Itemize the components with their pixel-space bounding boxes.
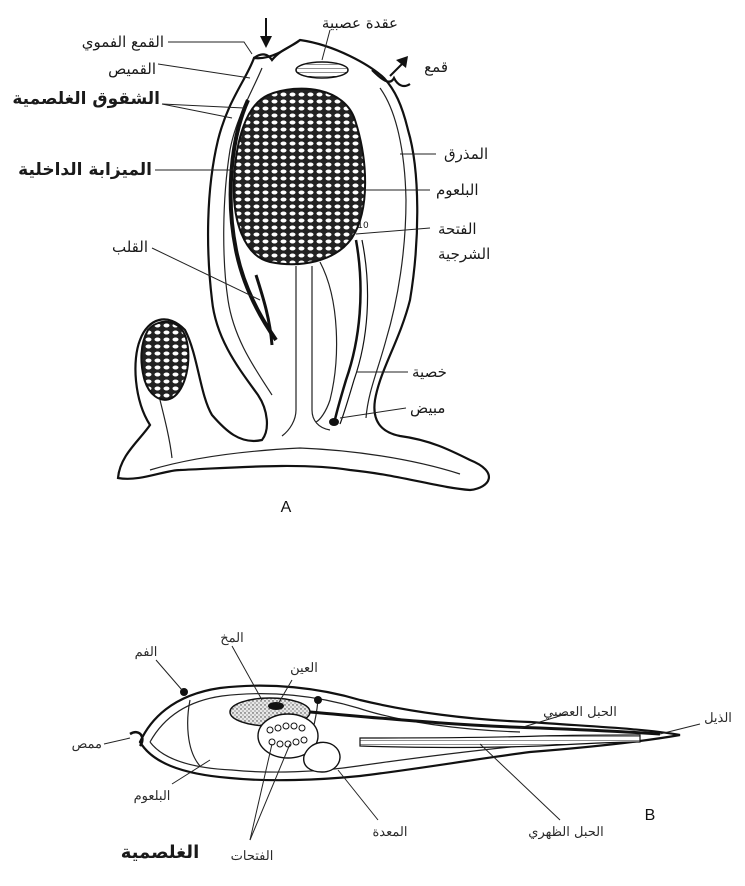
intestine [316,262,337,422]
nerve-ganglion [296,62,348,78]
label-anal-opening-2: الشرجية [438,245,490,263]
panel-a-letter: A [281,499,292,516]
label-mouth: الفم [135,645,158,660]
inflow-arrow-head [260,36,272,48]
panel-a-ascidian-adult: القمع الفموي عقدة عصبية قمع القميص الشقو… [12,14,490,516]
label-nerve-ganglion: عقدة عصبية [322,14,398,32]
label-eye: العين [290,661,318,676]
label-pharynx: البلعوم [436,181,479,199]
label-mark-number: 10 [357,221,369,231]
label-gill-openings-1: الفتحات [231,849,274,864]
label-tunic: القميص [108,60,156,78]
label-notochord: الحبل الظهري [528,825,603,840]
label-larva-pharynx: البلعوم [134,789,171,804]
label-atrial-siphon: قمع [424,58,448,76]
label-heart: القلب [112,238,148,256]
gut-stalk-right [312,266,330,430]
tunic-inner-right [366,88,406,418]
label-brain: المخ [220,631,243,646]
ovary [329,418,339,426]
label-ovary: مبيض [410,399,445,417]
bud-body [141,322,188,400]
label-testis: خصية [412,363,447,381]
gut-stalk [282,266,296,436]
label-atrium: المذرق [444,145,488,163]
label-tail: الذيل [704,711,732,726]
label-anal-opening-1: الفتحة [438,220,477,238]
atrial-marker [314,696,322,704]
panel-b-larva: المخ العين الفم ممص الحبل العصبي الذيل ا… [72,631,732,864]
label-gill-slits: الشقوق الغلصمية [12,89,160,109]
label-sucker: ممص [72,737,102,752]
label-stomach: المعدة [373,825,408,840]
outflow-arrow-head [396,56,408,68]
gonad-duct [334,240,361,424]
gonad-duct-2 [340,240,368,424]
label-oral-siphon: القمع الفموي [82,33,164,52]
label-endostyle: الميزابة الداخلية [18,160,152,180]
bud-stalk [160,400,172,458]
panel-b-letter: B [645,807,656,824]
label-nerve-cord: الحبل العصبي [543,705,617,720]
eye [268,702,284,710]
pharynx-basket [234,89,365,265]
label-gill-openings-2: الغلصمية [121,842,200,863]
larva-body-outline [140,686,680,781]
oral-siphon [254,40,300,60]
